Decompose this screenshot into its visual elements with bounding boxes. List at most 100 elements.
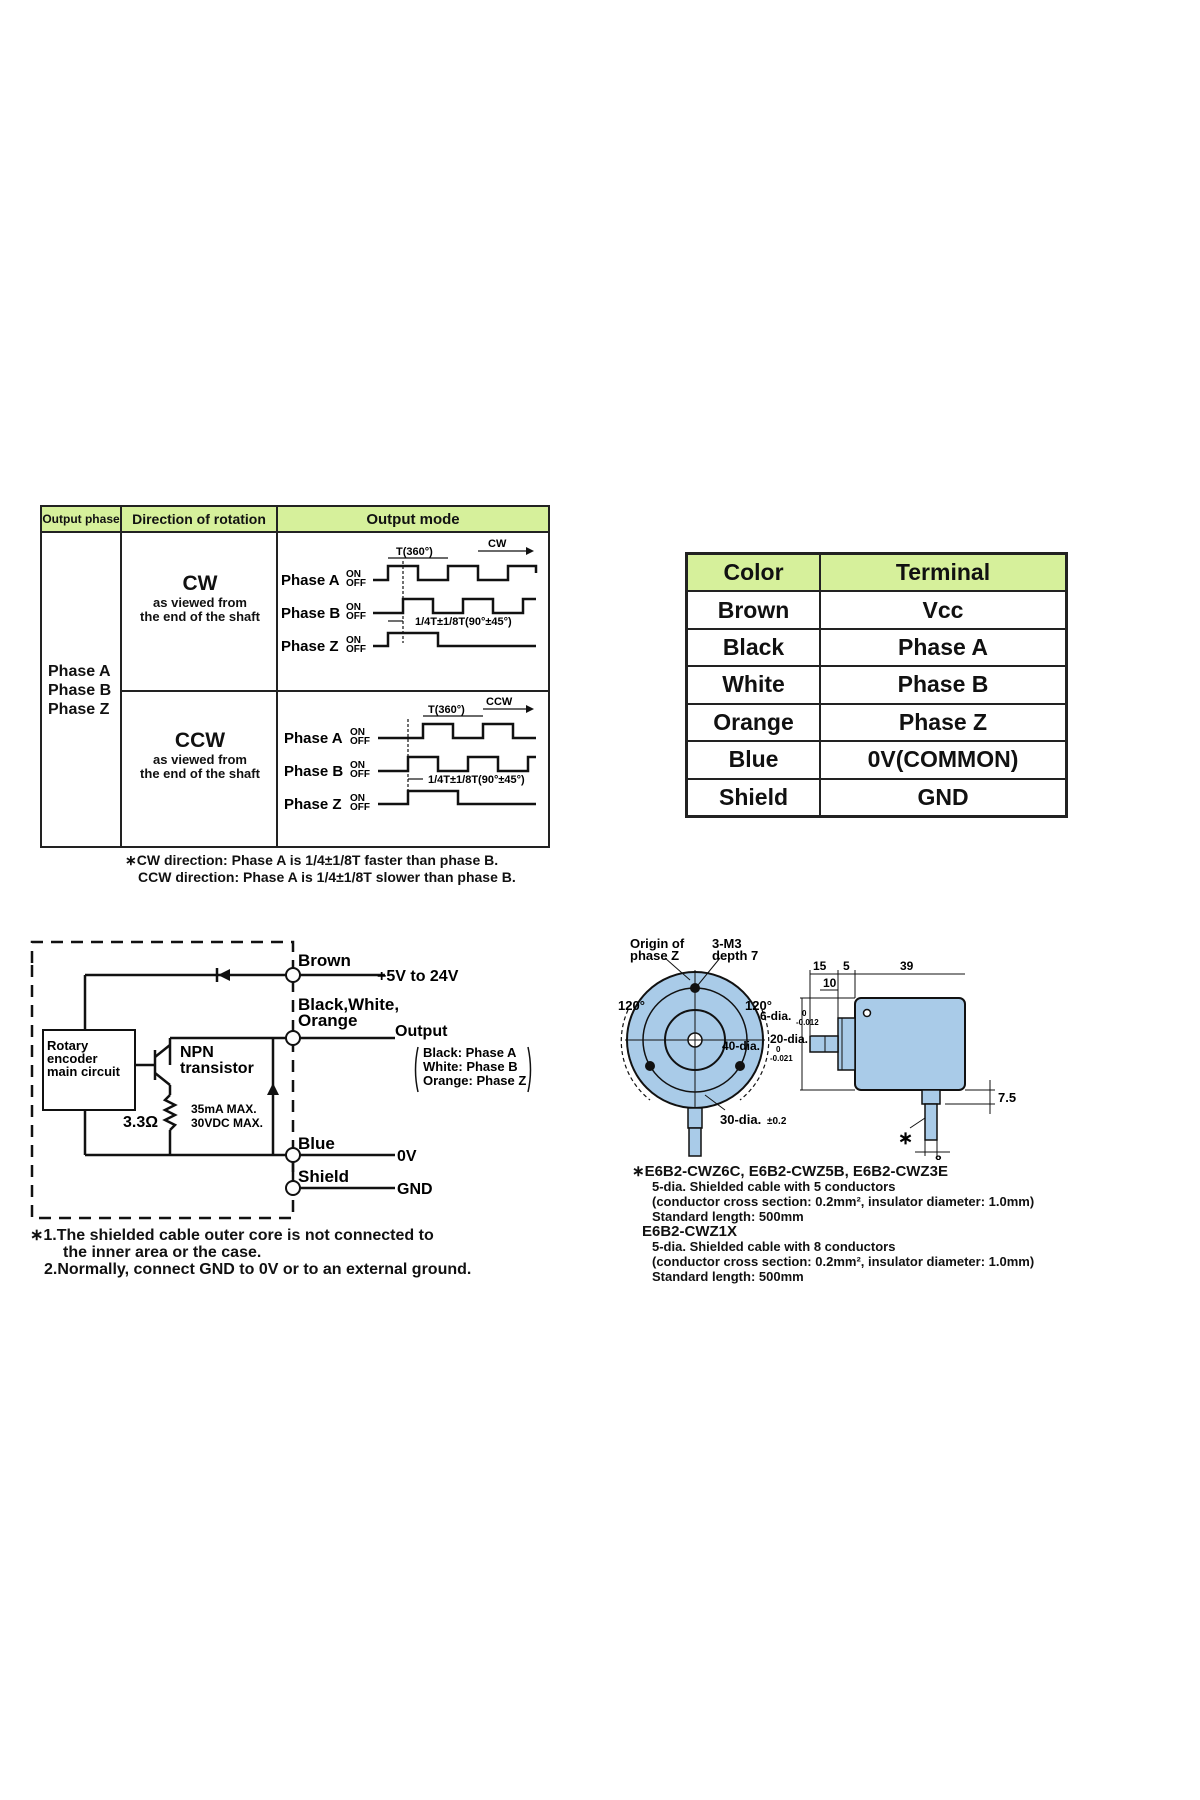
color-cell: Blue	[685, 740, 822, 780]
cw-on-z: ON	[346, 635, 361, 646]
cw-wave-a	[373, 564, 538, 582]
dim15-label: 15	[813, 959, 827, 973]
dia30-tolerance: ±0.2	[767, 1116, 787, 1127]
angle-right-label: 120°	[745, 998, 772, 1013]
phase-b-label: Phase B	[48, 682, 112, 699]
origin-leader	[664, 957, 691, 981]
ccw-wave-b	[378, 755, 536, 773]
cable1-length: Standard length: 500mm	[652, 1209, 804, 1224]
terminal-cell: GND	[819, 777, 1068, 818]
main-circuit-label-3: main circuit	[47, 1064, 121, 1079]
cable-star: ∗	[898, 1128, 913, 1148]
ccw-block: CCW as viewed from the end of the shaft	[122, 729, 278, 781]
encoder-main-circuit-box	[42, 1029, 136, 1111]
phase-list: Phase A Phase B Phase Z	[48, 662, 111, 719]
cable-front	[688, 1127, 702, 1157]
cw-offset: 1/4T±1/8T(90°±45°)	[415, 616, 512, 628]
dia20-label: 20-dia.	[770, 1032, 808, 1046]
cw-label: CW	[182, 572, 218, 595]
cw-sub2: the end of the shaft	[140, 609, 260, 624]
cw-period: T(360°)	[396, 546, 433, 558]
ccw-wave-z	[378, 789, 536, 806]
cw-wave-z	[373, 631, 536, 648]
ccw-on-a: ON	[350, 727, 365, 738]
cw-arrowhead	[526, 547, 534, 555]
row-divider	[122, 690, 548, 692]
dim5-label: 5	[843, 959, 850, 973]
color-cell: Black	[685, 627, 822, 668]
dimension-drawing: Origin of phase Z 3-M3 depth 7 120° 120°…	[618, 936, 1016, 1160]
output-phase-table: Output phase Direction of rotation Outpu…	[40, 505, 550, 848]
output-wires-label-2: Orange	[298, 1011, 358, 1030]
cw-arrow-label: CW	[488, 538, 507, 550]
cw-block: CW as viewed from the end of the shaft	[122, 572, 278, 624]
origin-label-1: Origin of	[630, 936, 685, 951]
cw-wave-b	[373, 597, 536, 615]
phase-note-2: CCW direction: Phase A is 1/4±1/8T slowe…	[138, 869, 516, 885]
cable-gland-side	[921, 1089, 941, 1105]
circuit-note-1b: the inner area or the case.	[63, 1244, 262, 1261]
cable1-desc: 5-dia. Shielded cable with 5 conductors	[652, 1179, 896, 1194]
cable2-length: Standard length: 500mm	[652, 1269, 804, 1284]
phase-a-label: Phase A	[48, 663, 111, 680]
ccw-offset: 1/4T±1/8T(90°±45°)	[428, 774, 525, 786]
color-header-row: Color Terminal	[685, 552, 1068, 593]
terminal-cell: Phase B	[819, 665, 1068, 705]
cw-sub1: as viewed from	[153, 595, 247, 610]
phase-note-1: ∗CW direction: Phase A is 1/4±1/8T faste…	[125, 852, 499, 868]
ov-label: 0V	[397, 1148, 417, 1165]
terminal-cell: Phase A	[819, 627, 1068, 668]
direction-column	[122, 533, 278, 846]
m3-leader	[697, 957, 721, 986]
circuit-notes: ∗1.The shielded cable outer core is not …	[30, 1227, 471, 1278]
color-cell: Shield	[685, 777, 822, 818]
cable1-spec: (conductor cross section: 0.2mm², insula…	[652, 1194, 1035, 1209]
screw-hole-right	[735, 1061, 745, 1071]
supply-label: +5V to 24V	[377, 968, 459, 985]
shield-label: Shield	[298, 1167, 349, 1186]
boss-side	[837, 1017, 856, 1071]
transistor-emitter	[154, 1072, 171, 1086]
shield-terminal	[285, 1180, 301, 1196]
star-leader	[909, 1117, 926, 1129]
dim39-label: 39	[900, 959, 914, 973]
cw-on-b: ON	[346, 602, 361, 613]
dia6-tol-b: -0.012	[796, 1018, 819, 1027]
output-wires-label: Black,White,	[298, 995, 399, 1014]
timing-diagrams: Phase A Phase B Phase Z ON OFF ON OFF ON…	[281, 538, 538, 813]
ccw-off-a: OFF	[350, 736, 370, 747]
current-limit: 35mA MAX.	[191, 1102, 257, 1116]
dia30-label: 30-dia.	[720, 1112, 761, 1127]
terminal-cell: 0V(COMMON)	[819, 740, 1068, 780]
output-circuit-diagram: Brown +5V to 24V Black,White, Orange Out…	[30, 940, 532, 1220]
header-direction: Direction of rotation	[122, 507, 278, 533]
diode-icon	[218, 969, 230, 981]
ccw-phase-b: Phase B	[284, 763, 343, 780]
encoder-body-side	[854, 997, 966, 1091]
cw-phase-a: Phase A	[281, 572, 340, 589]
ccw-on-b: ON	[350, 760, 365, 771]
dia20-tol-a: 0	[776, 1045, 781, 1054]
terminal-cell: Phase Z	[819, 702, 1068, 743]
cable-notes: ∗E6B2-CWZ6C, E6B2-CWZ5B, E6B2-CWZ3E 5-di…	[632, 1164, 1034, 1284]
output-terminal	[285, 1030, 301, 1046]
dim10-label: 10	[823, 976, 837, 990]
shaft-side	[809, 1035, 839, 1053]
ccw-arrow-label: CCW	[486, 696, 513, 708]
output-label: Output	[395, 1023, 448, 1040]
left-bracket	[414, 1046, 419, 1093]
ccw-sub2: the end of the shaft	[140, 766, 260, 781]
zener-diode-icon	[267, 1083, 279, 1095]
cable-gland-front	[687, 1107, 703, 1129]
map-orange: Orange: Phase Z	[423, 1073, 526, 1088]
screw-side	[862, 1008, 872, 1018]
brown-terminal	[285, 967, 301, 983]
phase-z-label: Phase Z	[48, 701, 110, 718]
resistor-zigzag	[162, 1094, 178, 1131]
cable2-desc: 5-dia. Shielded cable with 8 conductors	[652, 1239, 896, 1254]
